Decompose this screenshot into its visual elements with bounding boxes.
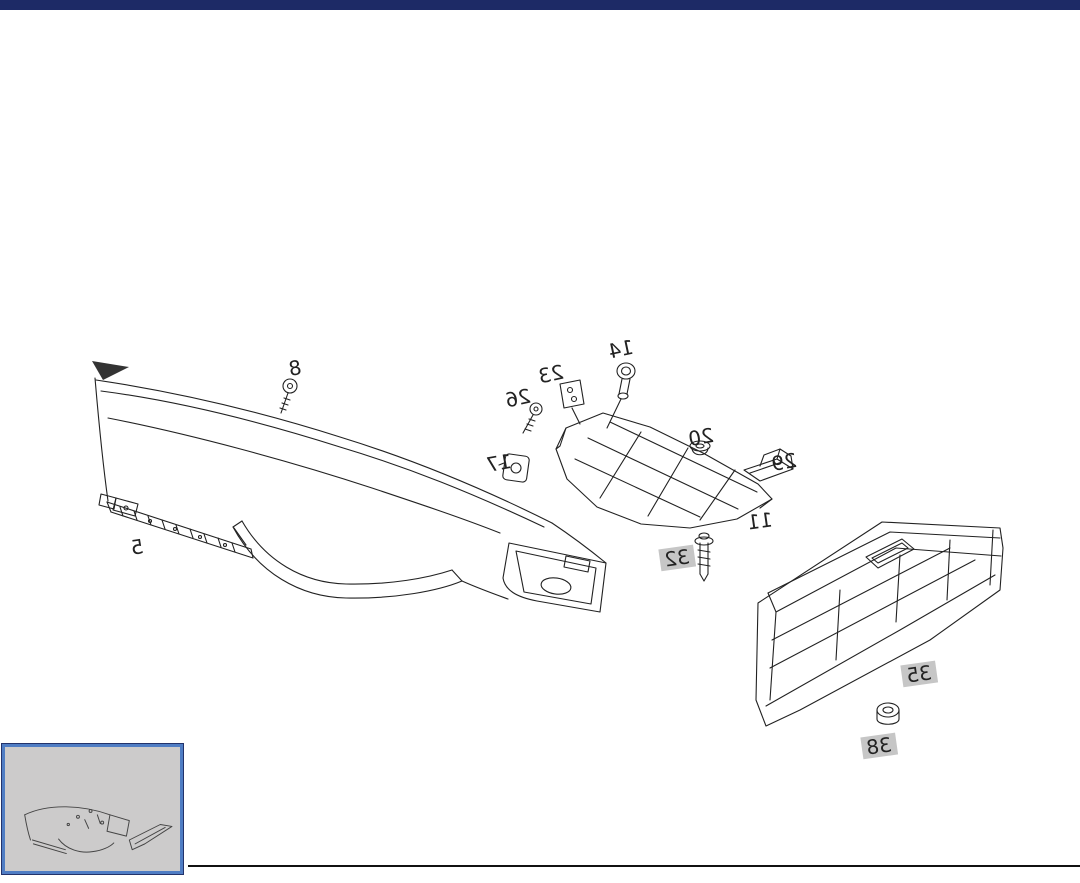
- bottom-divider: [188, 865, 1080, 867]
- title-bar: [0, 0, 1080, 10]
- sill-strip-drawing: [98, 493, 254, 559]
- part-callout-14[interactable]: 14: [606, 334, 636, 364]
- bolt-14-icon: [606, 362, 636, 429]
- part-callout-29[interactable]: 29: [769, 447, 799, 477]
- part-callout-8[interactable]: 8: [286, 355, 304, 381]
- bracket-23-icon: [559, 379, 585, 425]
- bolt-32-icon: [694, 532, 714, 582]
- part-callout-23[interactable]: 23: [536, 359, 566, 389]
- part-callout-5[interactable]: 5: [128, 534, 146, 560]
- part-callout-17[interactable]: 17: [484, 448, 514, 478]
- preview-thumbnail[interactable]: [2, 744, 183, 874]
- part-callout-38[interactable]: 38: [859, 732, 899, 760]
- thumbnail-mini-diagram: [24, 806, 173, 855]
- front-panel-drawing: [755, 521, 1004, 727]
- part-callout-32[interactable]: 32: [657, 544, 697, 572]
- screw-26-icon: [522, 402, 543, 434]
- part-callout-35[interactable]: 35: [899, 660, 939, 688]
- part-callout-11[interactable]: 11: [745, 507, 775, 535]
- nut-38-icon: [876, 702, 900, 725]
- wheel-liner-drawing: [555, 412, 773, 529]
- fender-drawing: [92, 361, 607, 613]
- bracket-17-icon: [498, 453, 530, 483]
- clip-29-icon: [743, 448, 794, 482]
- grommet-20-icon: [689, 440, 711, 456]
- part-callout-26[interactable]: 26: [503, 383, 533, 413]
- screw-8-icon: [279, 378, 298, 414]
- part-callout-20[interactable]: 20: [686, 422, 716, 452]
